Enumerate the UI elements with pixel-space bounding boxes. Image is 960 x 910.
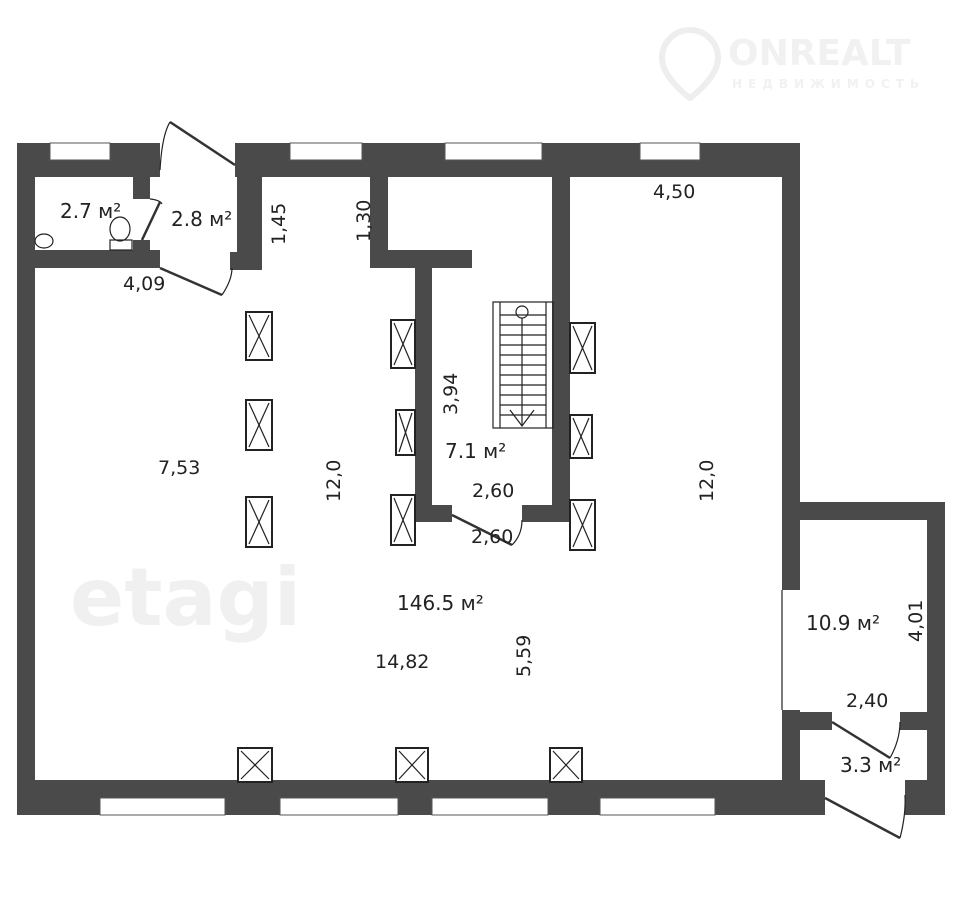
walls [17,143,945,815]
sink-icon [34,233,54,249]
logo-tagline: НЕДВИЖИМОСТЬ [732,77,925,91]
dim-2-40: 2,40 [846,690,888,712]
column [237,747,273,783]
staircase [492,301,554,429]
room-area-wc: 2.7 м² [60,199,121,223]
room-area-vestibule: 3.3 м² [840,753,901,777]
dim-7-53: 7,53 [158,457,200,479]
dim-12-0-right: 12,0 [696,460,718,502]
dim-5-59: 5,59 [513,635,535,677]
onrealt-logo: ONREALT НЕДВИЖИМОСТЬ [658,26,925,102]
column [245,399,273,451]
room-area-main: 146.5 м² [397,591,484,615]
column [569,499,596,551]
toilet-icon [109,216,133,251]
dim-1-30: 1,30 [353,200,375,242]
dim-2-60-outer: 2,60 [471,526,513,548]
room-area-hall: 2.8 м² [171,207,232,231]
room-labels: 2.7 м² 2.8 м² 146.5 м² 7.1 м² 10.9 м² 3.… [60,199,901,777]
column [569,322,596,374]
dim-14-82: 14,82 [375,651,429,673]
column [245,496,273,548]
windows [49,142,716,816]
dim-4-01: 4,01 [905,600,927,642]
dim-4-50: 4,50 [653,181,695,203]
column [245,311,273,361]
columns [237,311,596,783]
logo-brand: ONREALT [728,33,911,74]
column [569,414,593,459]
dimension-labels: 4,09 1,45 1,30 4,50 3,94 7,53 12,0 12,0 … [123,181,927,712]
column [390,494,416,546]
column [390,319,416,369]
dim-3-94: 3,94 [440,373,462,415]
column [395,747,429,783]
room-area-annex: 10.9 м² [806,611,880,635]
dim-1-45: 1,45 [268,203,290,245]
doors [140,120,906,840]
dim-2-60-inner: 2,60 [472,480,514,502]
dim-12-0-left: 12,0 [323,460,345,502]
etagi-watermark: etagi [70,551,301,644]
column [549,747,583,783]
room-area-stair: 7.1 м² [445,439,506,463]
dim-4-09: 4,09 [123,273,165,295]
column [395,409,416,456]
